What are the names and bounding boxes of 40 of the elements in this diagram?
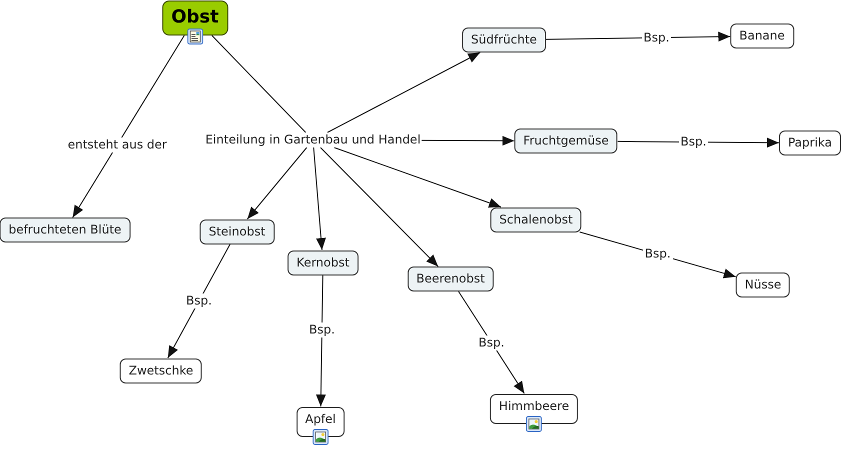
concept-label: Himmbeere [498,398,570,414]
arrow [246,147,308,220]
concept-label: Fruchtgemüse [523,134,609,148]
concept-box [490,207,582,232]
concept-box [200,219,274,244]
edge-label: Bsp. [184,294,214,308]
concept-label: Südfrüchte [471,32,537,48]
concept-box [778,130,842,156]
concept-label: Banane [739,28,785,44]
concept-label: Zwetschke [128,363,194,378]
concept-label: befruchteten Blüte [8,222,122,238]
main-concept-label: Obst [171,6,219,30]
concept-box [730,24,794,48]
arrow [72,35,185,218]
edge-label: Bsp. [642,30,672,46]
concept-box [288,250,358,275]
concept-label: Apfel [305,412,336,426]
concept-label: Kernobst [296,255,350,270]
arrow [313,147,326,250]
concept-label: Steinobst [208,224,266,239]
connector-line [211,35,306,133]
arrow [326,52,481,133]
concept-label: Schalenobst [499,212,573,227]
edge-label: entsteht aus der [66,137,169,152]
linking-phrase: Einteilung in Gartenbau und Handel [204,132,422,148]
edge-label: Bsp. [642,246,673,262]
concept-label: Paprika [788,136,832,150]
concept-label: Beerenobst [416,272,485,286]
arrow [320,147,439,267]
concept-box [462,28,546,52]
arrow [421,136,515,146]
edge-label: Bsp. [678,134,708,150]
concept-label: Nüsse [744,277,782,292]
concept-box [120,358,202,383]
concept-box [736,272,790,297]
concept-box [514,128,618,154]
arrow [316,274,326,407]
concept-box [0,218,130,242]
concept-box [407,266,494,292]
arrow [334,147,502,208]
